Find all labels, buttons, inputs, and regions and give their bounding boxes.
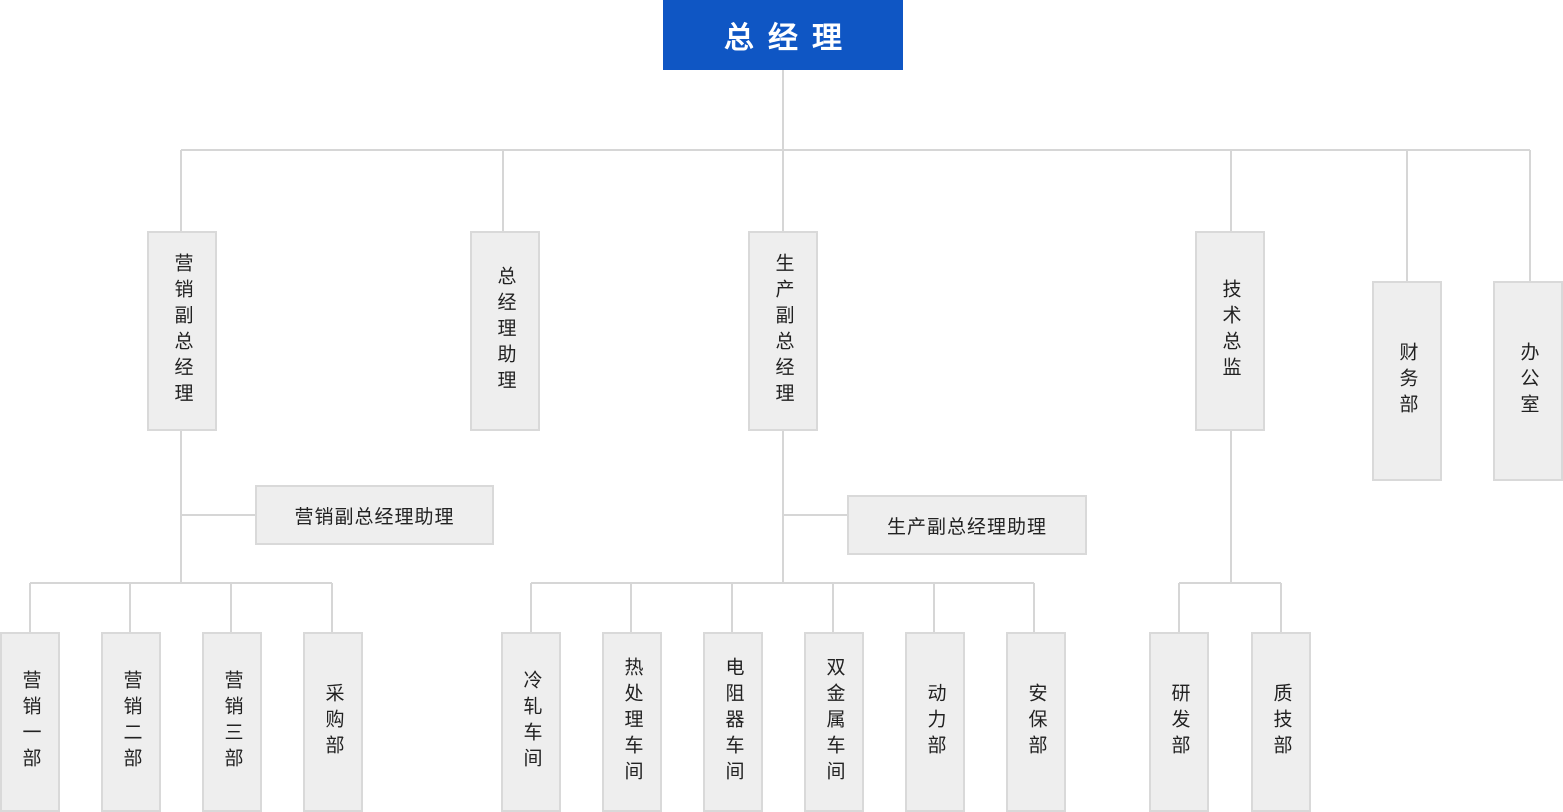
node-label: 财务部 bbox=[1396, 342, 1419, 420]
node-production-vp-assistant: 生产副总经理助理 bbox=[847, 495, 1087, 555]
node-sales-dept-1: 营销一部 bbox=[0, 632, 60, 812]
node-label: 采购部 bbox=[322, 683, 345, 761]
node-purchasing-dept: 采购部 bbox=[303, 632, 363, 812]
node-label: 生产副总经理助理 bbox=[886, 515, 1047, 538]
node-power-dept: 动力部 bbox=[905, 632, 965, 812]
node-label: 冷轧车间 bbox=[520, 670, 543, 774]
node-label: 研发部 bbox=[1168, 683, 1191, 761]
node-label: 生产副总经理 bbox=[772, 253, 795, 409]
node-label: 热处理车间 bbox=[621, 657, 644, 787]
node-label: 质技部 bbox=[1270, 683, 1293, 761]
node-label: 营销副总经理 bbox=[171, 253, 194, 409]
node-tech-director: 技术总监 bbox=[1195, 231, 1265, 431]
node-sales-dept-3: 营销三部 bbox=[202, 632, 262, 812]
node-gm-assistant: 总经理助理 bbox=[470, 231, 540, 431]
node-heat-treatment-workshop: 热处理车间 bbox=[602, 632, 662, 812]
node-label: 电阻器车间 bbox=[722, 657, 745, 787]
node-label: 总经理 bbox=[724, 21, 856, 56]
node-marketing-vp: 营销副总经理 bbox=[147, 231, 217, 431]
node-office: 办公室 bbox=[1493, 281, 1563, 481]
node-rnd-dept: 研发部 bbox=[1149, 632, 1209, 812]
node-bimetal-workshop: 双金属车间 bbox=[804, 632, 864, 812]
node-finance: 财务部 bbox=[1372, 281, 1442, 481]
node-label: 办公室 bbox=[1517, 342, 1540, 420]
node-sales-dept-2: 营销二部 bbox=[101, 632, 161, 812]
node-resistor-workshop: 电阻器车间 bbox=[703, 632, 763, 812]
node-label: 营销二部 bbox=[120, 670, 143, 774]
node-label: 技术总监 bbox=[1219, 279, 1242, 383]
node-label: 安保部 bbox=[1025, 683, 1048, 761]
node-label: 营销一部 bbox=[19, 670, 42, 774]
node-quality-dept: 质技部 bbox=[1251, 632, 1311, 812]
node-label: 营销三部 bbox=[221, 670, 244, 774]
node-label: 双金属车间 bbox=[823, 657, 846, 787]
node-security-dept: 安保部 bbox=[1006, 632, 1066, 812]
node-marketing-vp-assistant: 营销副总经理助理 bbox=[255, 485, 494, 545]
node-general-manager: 总经理 bbox=[663, 0, 903, 70]
node-cold-rolling-workshop: 冷轧车间 bbox=[501, 632, 561, 812]
node-production-vp: 生产副总经理 bbox=[748, 231, 818, 431]
node-label: 动力部 bbox=[924, 683, 947, 761]
node-label: 总经理助理 bbox=[494, 266, 517, 396]
node-label: 营销副总经理助理 bbox=[294, 505, 455, 528]
